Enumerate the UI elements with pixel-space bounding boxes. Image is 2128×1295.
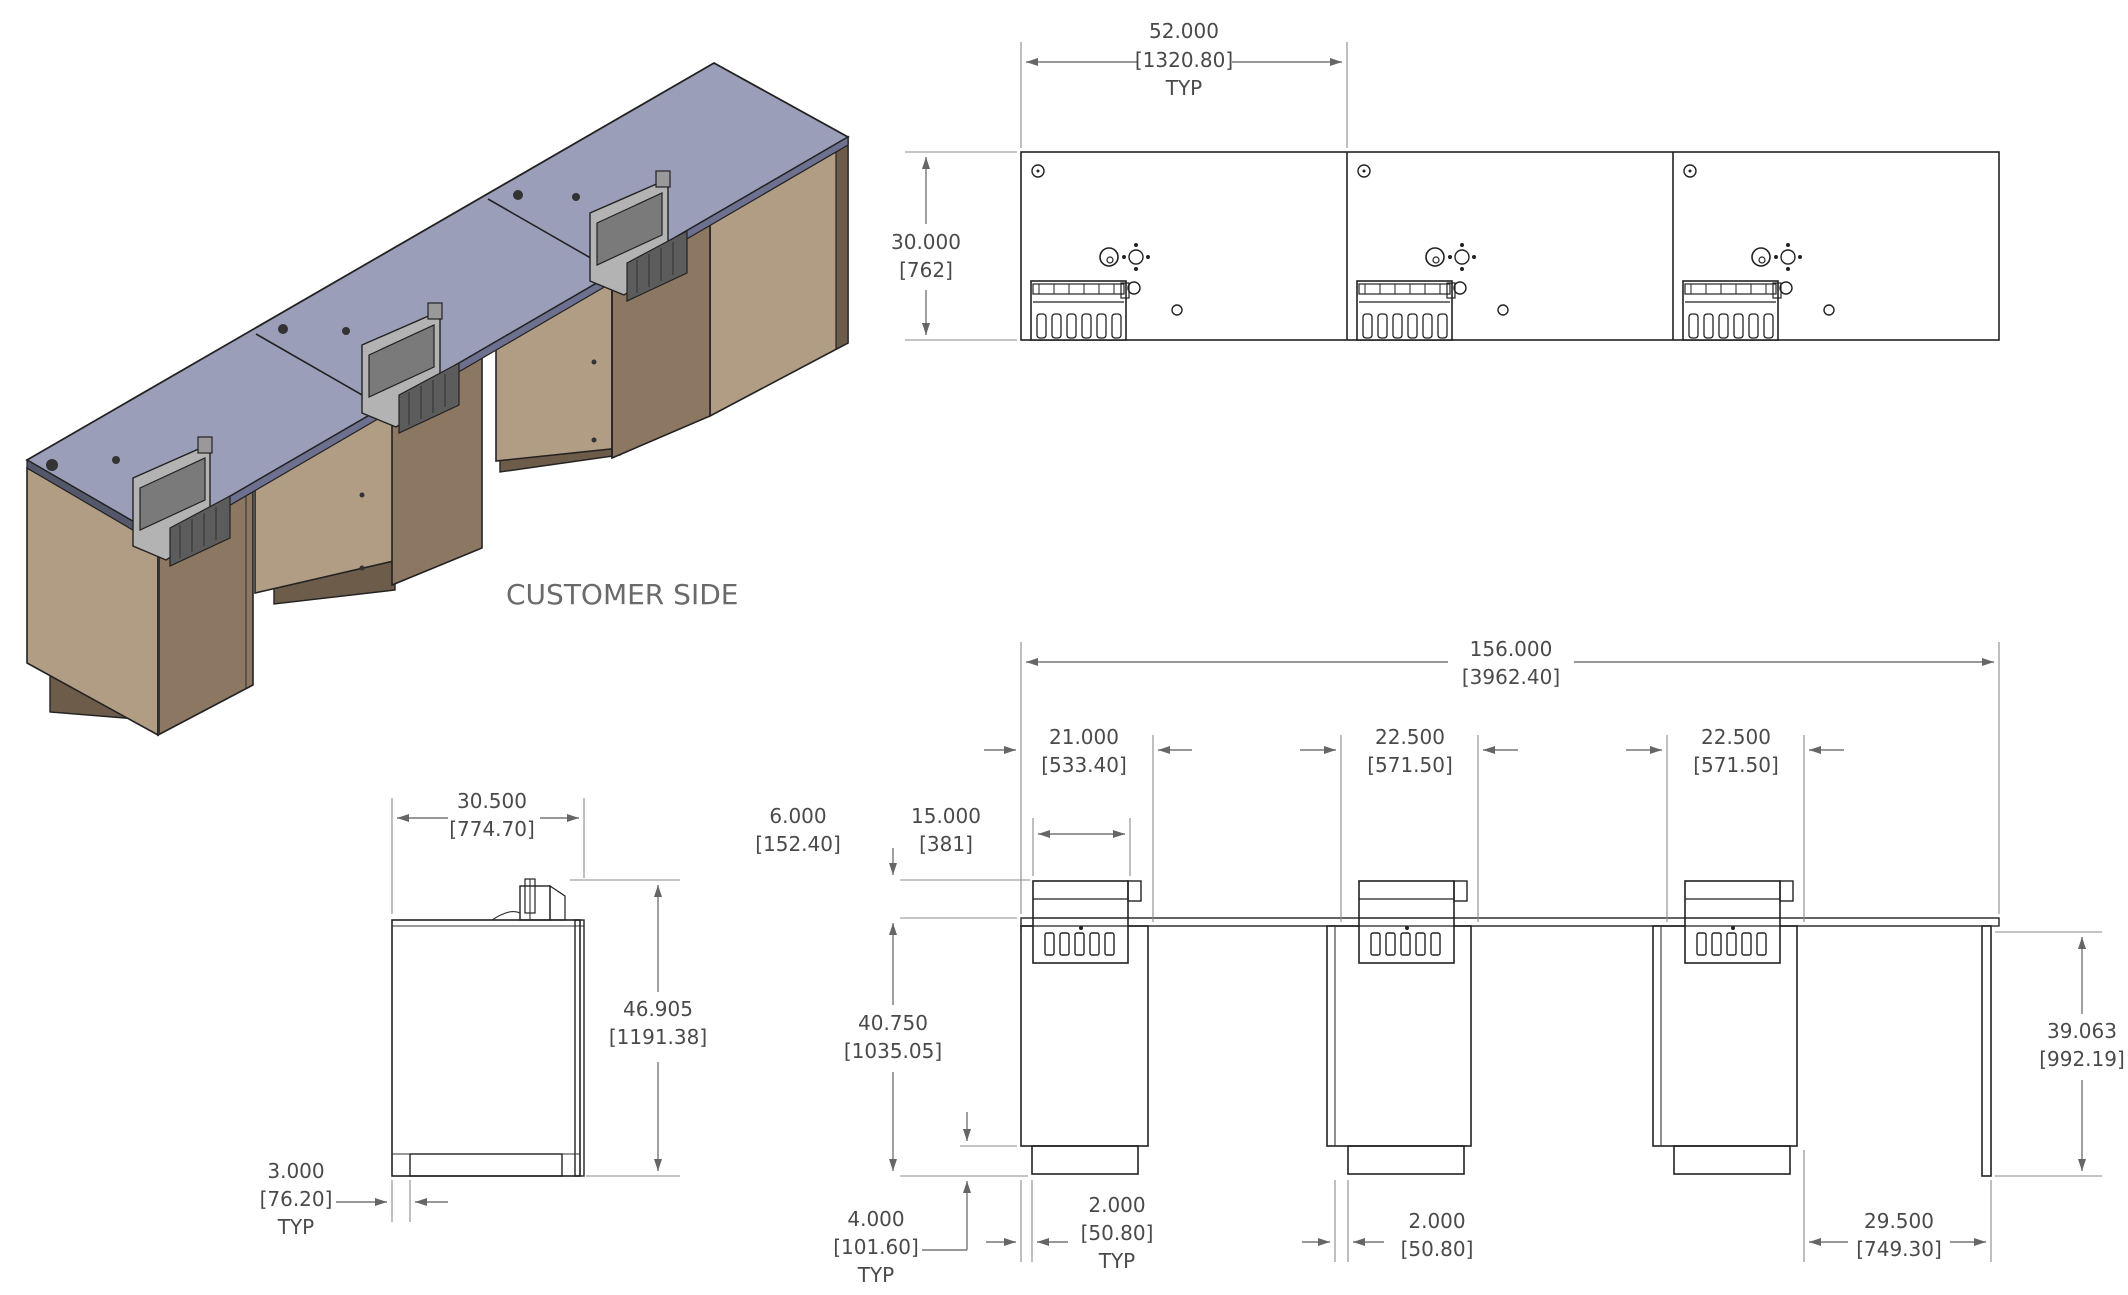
dim-counter-height-value: 40.750 xyxy=(858,1011,928,1035)
dim-toekick-value: 3.000 xyxy=(267,1159,324,1183)
plan-cash-unit-3 xyxy=(1682,164,1835,341)
dim-top-width-note: TYP xyxy=(1165,76,1203,100)
front-elevation: 156.000 [3962.40] 21.000 [533.40] 22.500… xyxy=(755,637,2125,1287)
plan-cash-unit-1 xyxy=(1030,164,1183,341)
dim-tray-width-value: 15.000 xyxy=(911,804,981,828)
plan-view: 52.000 [1320.80] TYP 30.000 [762] xyxy=(891,19,2000,341)
side-view: 30.500 [774.70] 46.905 [1191.38] 3.000 [… xyxy=(260,789,708,1239)
plan-cash-unit-2 xyxy=(1356,164,1509,341)
plan-outline xyxy=(1020,151,2000,341)
cash-unit-2 xyxy=(361,302,460,434)
dim-overall-metric: [3962.40] xyxy=(1462,665,1560,689)
dim-overall-value: 156.000 xyxy=(1470,637,1553,661)
dim-counter-height-metric: [1035.05] xyxy=(844,1039,942,1063)
dim-pedestal-2-value: 22.500 xyxy=(1375,725,1445,749)
dim-side-depth-metric: [774.70] xyxy=(449,817,535,841)
front-cash-unit-2 xyxy=(1358,880,1468,964)
dim-end-panel-width-value: 29.500 xyxy=(1864,1209,1934,1233)
dim-toe-inset-1-note: TYP xyxy=(1098,1249,1136,1273)
dim-end-panel-height-value: 39.063 xyxy=(2047,1019,2117,1043)
dim-pedestal-1-value: 21.000 xyxy=(1049,725,1119,749)
dim-side-depth-value: 30.500 xyxy=(457,789,527,813)
dim-pedestal-3-metric: [571.50] xyxy=(1693,753,1779,777)
dim-top-depth-metric: [762] xyxy=(899,258,953,282)
cash-unit-3 xyxy=(589,170,688,302)
front-cash-unit-3 xyxy=(1684,880,1794,964)
dim-toe-inset-2-value: 2.000 xyxy=(1408,1209,1465,1233)
front-cash-unit-1 xyxy=(1032,880,1142,964)
dim-tray-offset-value: 6.000 xyxy=(769,804,826,828)
dim-pedestal-2-metric: [571.50] xyxy=(1367,753,1453,777)
dim-toe-height-value: 4.000 xyxy=(847,1207,904,1231)
dim-end-panel-height-metric: [992.19] xyxy=(2039,1047,2125,1071)
dim-top-width-value: 52.000 xyxy=(1149,19,1219,43)
dim-pedestal-3-value: 22.500 xyxy=(1701,725,1771,749)
dim-end-panel-width-metric: [749.30] xyxy=(1856,1237,1942,1261)
dim-toe-inset-2-metric: [50.80] xyxy=(1401,1237,1474,1261)
pedestal-1 xyxy=(26,466,254,737)
customer-side-label: CUSTOMER SIDE xyxy=(506,578,738,611)
dim-tray-width-metric: [381] xyxy=(919,832,973,856)
dim-toe-inset-1-value: 2.000 xyxy=(1088,1193,1145,1217)
dim-top-width-metric: [1320.80] xyxy=(1135,48,1233,72)
dim-toe-inset-1-metric: [50.80] xyxy=(1081,1221,1154,1245)
dim-side-height-metric: [1191.38] xyxy=(609,1025,707,1049)
isometric-view: CUSTOMER SIDE xyxy=(25,61,850,737)
dim-top-depth-value: 30.000 xyxy=(891,230,961,254)
dim-toekick-note: TYP xyxy=(277,1215,315,1239)
dim-side-height-value: 46.905 xyxy=(623,997,693,1021)
dim-pedestal-1-metric: [533.40] xyxy=(1041,753,1127,777)
dim-toe-height-note: TYP xyxy=(857,1263,895,1287)
dim-toekick-metric: [76.20] xyxy=(260,1187,333,1211)
dim-toe-height-metric: [101.60] xyxy=(833,1235,919,1259)
dim-tray-offset-metric: [152.40] xyxy=(755,832,841,856)
cash-unit-1 xyxy=(132,436,231,567)
